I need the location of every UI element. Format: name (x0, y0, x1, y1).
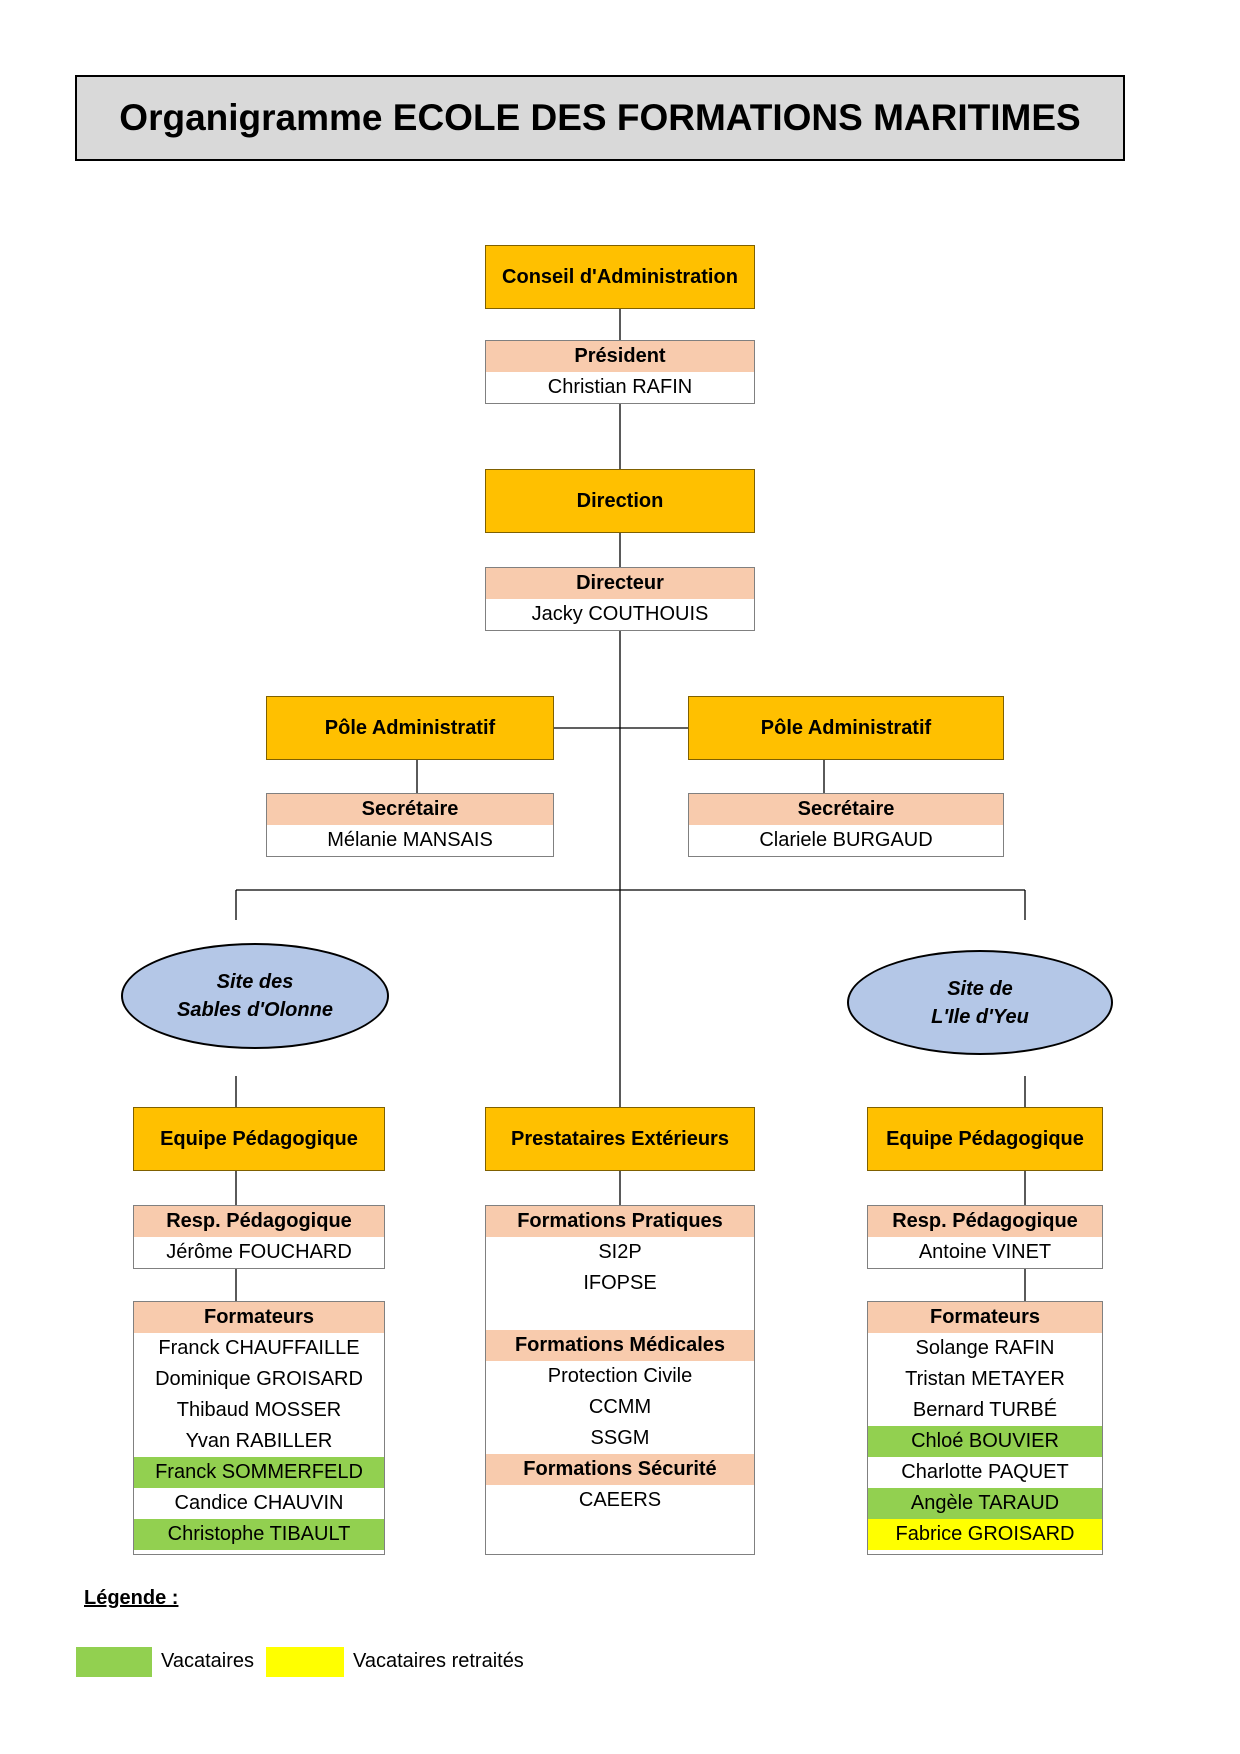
formateur-item: Franck CHAUFFAILLE (158, 1337, 360, 1359)
right-formateurs-card: Formateurs Solange RAFIN Tristan METAYER B… (867, 1301, 1103, 1555)
site-left-line1: Site des (216, 971, 294, 993)
left-resp-role: Resp. Pédagogique (134, 1206, 384, 1237)
right-formateurs-list: Solange RAFIN Tristan METAYER Bernard TURB… (868, 1333, 1102, 1550)
legend-vacataires-swatch (76, 1647, 152, 1677)
pole-right-name: Clariele BURGAUD (759, 829, 933, 851)
president-card: Président Christian RAFIN (485, 340, 755, 404)
right-team-box: Equipe Pédagogique (867, 1107, 1103, 1171)
right-resp-card: Resp. Pédagogique Antoine VINET (867, 1205, 1103, 1269)
legend-title: Légende : (84, 1587, 179, 1609)
securite-title: Formations Sécurité (486, 1454, 754, 1485)
left-team-box: Equipe Pédagogique (133, 1107, 385, 1171)
pratiques-title: Formations Pratiques (486, 1206, 754, 1237)
medicales-title: Formations Médicales (486, 1330, 754, 1361)
left-formateurs-list: Franck CHAUFFAILLE Dominique GROISARD Thib… (134, 1333, 384, 1550)
legend-retraites-swatch (266, 1647, 344, 1677)
medicale-item: CCMM (588, 1396, 652, 1418)
formateur-item: Chloé BOUVIER (868, 1426, 1102, 1457)
formateur-item: Angèle TARAUD (868, 1488, 1102, 1519)
legend-retraites-label: Vacataires retraités (353, 1650, 524, 1672)
pole-left-secretary-card: Secrétaire Mélanie MANSAIS (266, 793, 554, 857)
center-team-box: Prestataires Extérieurs (485, 1107, 755, 1171)
right-resp-name: Antoine VINET (918, 1241, 1052, 1263)
medicale-item: Protection Civile (547, 1365, 693, 1387)
site-right-line1: Site de (947, 977, 1013, 1000)
formateur-item: Thibaud MOSSER (176, 1399, 342, 1421)
formateur-item: Dominique GROISARD (155, 1368, 363, 1390)
formateur-item: Yvan RABILLER (185, 1430, 333, 1452)
site-sables-ellipse: Site des Sables d'Olonne (121, 943, 389, 1049)
formateur-item: Christophe TIBAULT (134, 1519, 384, 1550)
legend-vacataires-label: Vacataires (161, 1650, 255, 1672)
pratique-item: SI2P (598, 1241, 642, 1263)
right-formateurs-title: Formateurs (868, 1302, 1102, 1333)
directeur-role: Directeur (486, 568, 754, 599)
left-resp-name: Jérôme FOUCHARD (166, 1241, 352, 1263)
formateur-item: Franck SOMMERFELD (134, 1457, 384, 1488)
page-title: Organigramme ECOLE DES FORMATIONS MARITI… (75, 75, 1125, 161)
formateur-item: Candice CHAUVIN (174, 1492, 344, 1514)
directeur-name: Jacky COUTHOUIS (531, 603, 709, 625)
medicale-item: SSGM (590, 1427, 650, 1449)
right-resp-role: Resp. Pédagogique (868, 1206, 1102, 1237)
pole-left-box: Pôle Administratif (266, 696, 554, 760)
direction-box: Direction (485, 469, 755, 533)
formateur-item: Solange RAFIN (915, 1337, 1055, 1359)
pole-left-role: Secrétaire (267, 794, 553, 825)
conseil-box: Conseil d'Administration (485, 245, 755, 309)
pole-right-secretary-card: Secrétaire Clariele BURGAUD (688, 793, 1004, 857)
pole-right-role: Secrétaire (689, 794, 1003, 825)
directeur-card: Directeur Jacky COUTHOUIS (485, 567, 755, 631)
pole-left-name: Mélanie MANSAIS (327, 829, 493, 851)
formateur-item: Bernard TURBÉ (912, 1399, 1058, 1421)
pratique-item: IFOPSE (583, 1272, 657, 1294)
president-name: Christian RAFIN (547, 376, 693, 398)
left-formateurs-title: Formateurs (134, 1302, 384, 1333)
formateur-item: Tristan METAYER (905, 1368, 1065, 1390)
prestataires-card: Formations Pratiques SI2P IFOPSE Formati… (485, 1205, 755, 1555)
president-role: Président (486, 341, 754, 372)
left-formateurs-card: Formateurs Franck CHAUFFAILLE Dominique G… (133, 1301, 385, 1555)
site-right-line2: L'Ile d'Yeu (931, 1005, 1029, 1028)
site-left-line2: Sables d'Olonne (177, 999, 333, 1021)
site-yeu-ellipse: Site de L'Ile d'Yeu (847, 950, 1113, 1055)
pole-right-box: Pôle Administratif (688, 696, 1004, 760)
formateur-item: Fabrice GROISARD (868, 1519, 1102, 1550)
securite-item: CAEERS (578, 1489, 662, 1511)
formateur-item: Charlotte PAQUET (901, 1461, 1069, 1483)
left-resp-card: Resp. Pédagogique Jérôme FOUCHARD (133, 1205, 385, 1269)
